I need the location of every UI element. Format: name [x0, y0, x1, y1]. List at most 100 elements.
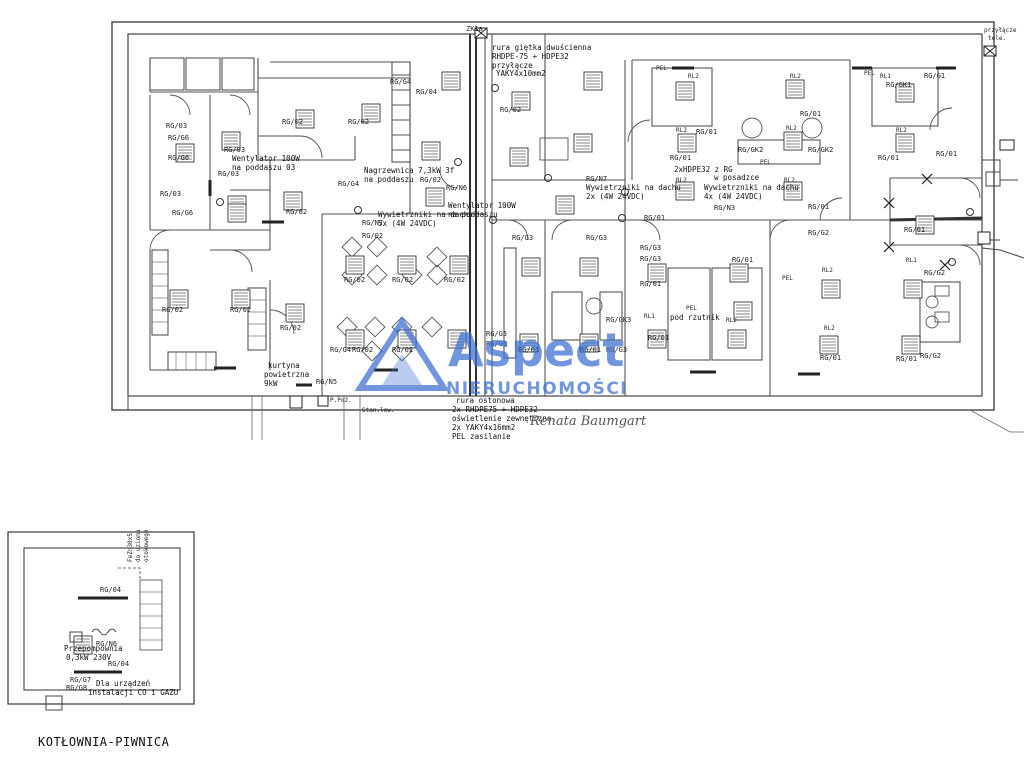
fixture-box: [231, 289, 251, 309]
fixture-box: [555, 195, 575, 215]
fixture-label: RL2: [676, 127, 687, 134]
circuit-label: RG/N5: [316, 378, 337, 386]
note-pump-b: 0,3kW 230V: [66, 653, 112, 662]
fixture-box: [675, 81, 695, 101]
circuit-label: RG/01: [580, 346, 601, 354]
circuit-label: RG/GK2: [808, 146, 833, 154]
note-pipe-bottom-2: 2x RHDPE75 + HDPE32: [452, 405, 538, 414]
circuit-label: RG/G3: [606, 346, 627, 354]
note-roof-fans-3a: Wywietrzniki na dachu: [704, 183, 799, 192]
circuit-label: RG/N7: [362, 219, 383, 227]
circuit-label: RG/G3: [586, 234, 607, 242]
note-roof-fans-2a: Wywietrzniki na dachu: [586, 183, 681, 192]
fixture-label: PEL: [760, 159, 771, 166]
fixture-box: [579, 257, 599, 277]
circuit-label: RG/N6: [96, 640, 117, 648]
circuit-label: RG/04: [416, 88, 437, 96]
fixture-box: [519, 333, 539, 353]
note-roof-gutter-b: do uziomu: [135, 529, 142, 562]
basement-plan: [7, 531, 195, 711]
fixture-box: [511, 91, 531, 111]
fixture-box: [727, 329, 747, 349]
note-heater-b: na poddaszu: [364, 175, 414, 184]
fixture-box: [285, 303, 305, 323]
fixture-box: [421, 141, 441, 161]
fixture-box: [733, 301, 753, 321]
fixture-box: [783, 181, 803, 201]
fixture-box: [647, 263, 667, 283]
fixture-label: RL2: [896, 127, 907, 134]
circuit-label: RG/01: [904, 226, 925, 234]
note-roof-fans-1b: 5x (4W 24VDC): [378, 219, 437, 228]
fixture-box: [895, 83, 915, 103]
circuit-label: RG/G4: [330, 346, 351, 354]
entry-label-zk1a: ZK1a: [466, 25, 483, 33]
fixture-box: [521, 257, 541, 277]
fixture-box: [175, 143, 195, 163]
circuit-label: RG/02: [280, 324, 301, 332]
note-pipe-bottom-1: rura ostonowa: [456, 396, 515, 405]
fixture-box: [903, 279, 923, 299]
note-pipe-bottom-3: oświetlenie zewnętrzne: [452, 414, 552, 423]
watermark-logo: Aspect NIERUCHOMOŚCI: [354, 316, 628, 399]
circuit-label: RG/01: [648, 334, 669, 342]
door-swings: [149, 94, 981, 335]
light-fixtures: [73, 71, 935, 655]
fixture-label: RL2: [822, 267, 833, 274]
building-outline: [111, 21, 1024, 411]
circuit-label: RG/02: [348, 118, 369, 126]
furniture-tables: [336, 117, 950, 362]
note-vent-1b: na poddaszu 03: [232, 163, 295, 172]
circuit-label: RG/02: [392, 276, 413, 284]
circuit-label: RG/G3: [640, 244, 661, 252]
fixture-box: [647, 329, 667, 349]
fixture-box: [583, 71, 603, 91]
note-pipe-bottom-5: PEL zasilanie: [452, 432, 511, 441]
fixture-box: [345, 255, 365, 275]
watermark-sub: NIERUCHOMOŚCI: [446, 377, 628, 399]
fixture-box: [677, 133, 697, 153]
stair-steps: [152, 261, 266, 370]
fixture-box: [675, 181, 695, 201]
fixture-box: [361, 103, 381, 123]
circuit-label: RG/01: [936, 150, 957, 158]
external-lines: [251, 396, 1024, 440]
fixture-box: [895, 133, 915, 153]
fixture-box: [783, 131, 803, 151]
removed-marks: [883, 173, 951, 271]
note-pump-a: Przepompownia: [64, 644, 123, 653]
note-heater-a: Nagrzewnica 7,3kW 3f: [364, 166, 454, 175]
fixture-box: [573, 133, 593, 153]
fixture-box: [397, 255, 417, 275]
circuit-label: RG/GK2: [738, 146, 763, 154]
fixture-label: RL2: [790, 73, 801, 80]
fixture-box: [729, 263, 749, 283]
note-hdpe-a: 2xHDPE32 z RG: [674, 165, 733, 174]
note-pipe-top-1: rura giętka dwuścienna: [492, 43, 591, 52]
fixture-label: PEL: [656, 65, 667, 72]
circuit-label: RG/01: [732, 256, 753, 264]
fixture-box: [785, 79, 805, 99]
note-roof-fans-2b: 2x (4W 24VDC): [586, 192, 645, 201]
note-curtain-c: 9kW: [264, 379, 278, 388]
fixture-box: [915, 215, 935, 235]
circuit-label: RG/G4: [338, 180, 359, 188]
fixture-label: RL2: [688, 73, 699, 80]
junction-points: [216, 84, 974, 266]
circuit-label: RG/02: [162, 306, 183, 314]
fixture-box: [345, 329, 365, 349]
circuit-label: RG/01: [896, 355, 917, 363]
circuit-label: RG/G5: [486, 330, 507, 338]
note-top-right-2: tele.: [988, 35, 1006, 42]
fixture-box: [447, 329, 467, 349]
circuit-label: RG/02: [230, 306, 251, 314]
note-pipe-top-2: RHDPE-75 + HDPE32: [492, 52, 569, 61]
circuit-label: RG/G3: [512, 234, 533, 242]
fixture-box: [295, 109, 315, 129]
fixture-box: [449, 255, 469, 275]
fixture-label: RL1: [644, 313, 655, 320]
